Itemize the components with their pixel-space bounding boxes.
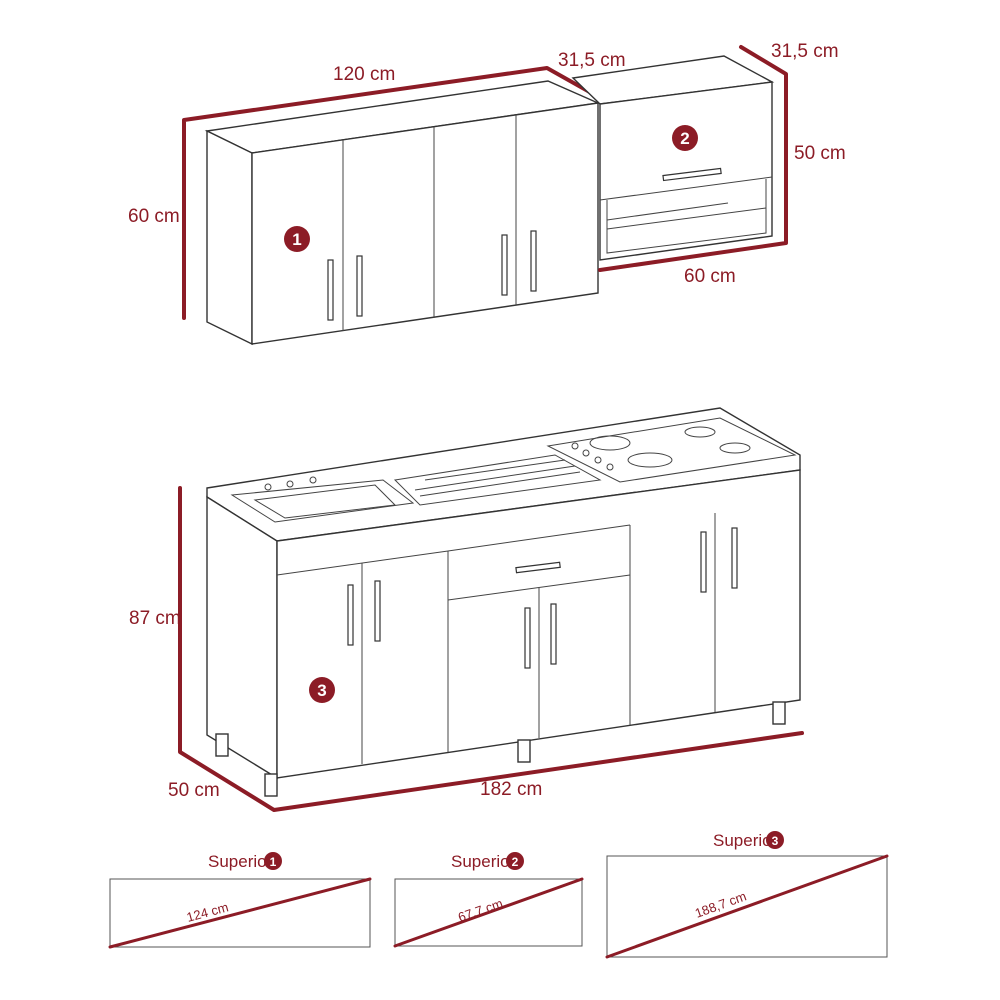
top-view-1: Superior 1 124 cm <box>108 852 372 949</box>
door-handle <box>524 607 531 669</box>
module-1-width-label: 120 cm <box>333 64 395 85</box>
door-handle <box>550 603 557 665</box>
module-2-height-label: 50 cm <box>794 143 846 164</box>
top-view-3: Superior 3 188,7 cm <box>605 831 889 959</box>
svg-text:Superior: Superior <box>451 852 516 871</box>
door-handle <box>731 527 738 589</box>
leg <box>772 701 786 725</box>
module-1-upper-cabinet: 1 120 cm 60 cm 31,5 cm <box>128 50 626 346</box>
svg-text:1: 1 <box>292 230 301 249</box>
svg-text:Superior: Superior <box>208 852 273 871</box>
door-handle <box>374 580 381 642</box>
module-3-depth-label: 50 cm <box>168 780 220 801</box>
module-2-upper-cabinet: 2 31,5 cm 50 cm 60 cm <box>571 41 846 287</box>
module-1-depth-label: 31,5 cm <box>558 50 626 71</box>
module-1-badge: 1 <box>284 226 310 252</box>
svg-text:Superior: Superior <box>713 831 778 850</box>
module-2-depth-label: 31,5 cm <box>771 41 839 62</box>
svg-text:3: 3 <box>772 834 779 848</box>
module-3-base-cabinet: 3 87 cm 50 cm 182 cm <box>129 407 804 812</box>
module-2-width-label: 60 cm <box>684 266 736 287</box>
leg <box>517 739 531 763</box>
top-view-2: Superior 2 67,7 cm <box>393 852 584 948</box>
svg-text:2: 2 <box>680 129 689 148</box>
leg <box>215 733 229 757</box>
svg-text:2: 2 <box>512 855 519 869</box>
door-handle <box>530 230 537 292</box>
top-view-1-badge <box>264 852 282 870</box>
drawer-handle <box>515 561 561 574</box>
door-handle <box>327 259 334 321</box>
module-1-dimension-lines <box>182 66 613 320</box>
top-view-3-badge <box>766 831 784 849</box>
module-2-dimension-lines <box>598 45 788 272</box>
door-handle <box>356 255 363 317</box>
module-3-dimension-lines <box>178 486 804 812</box>
module-1-height-label: 60 cm <box>128 206 180 227</box>
leg <box>264 773 278 797</box>
door-handle <box>347 584 354 646</box>
svg-text:1: 1 <box>270 855 277 869</box>
top-view-2-badge <box>506 852 524 870</box>
door-handle <box>700 531 707 593</box>
flip-door-handle <box>662 167 722 182</box>
svg-text:3: 3 <box>317 681 326 700</box>
top-view-2-diagonal: 67,7 cm <box>456 896 505 925</box>
module-3-width-label: 182 cm <box>480 779 542 800</box>
module-3-badge: 3 <box>309 677 335 703</box>
module-3-height-label: 87 cm <box>129 608 181 629</box>
door-handle <box>501 234 508 296</box>
module-2-badge: 2 <box>672 125 698 151</box>
